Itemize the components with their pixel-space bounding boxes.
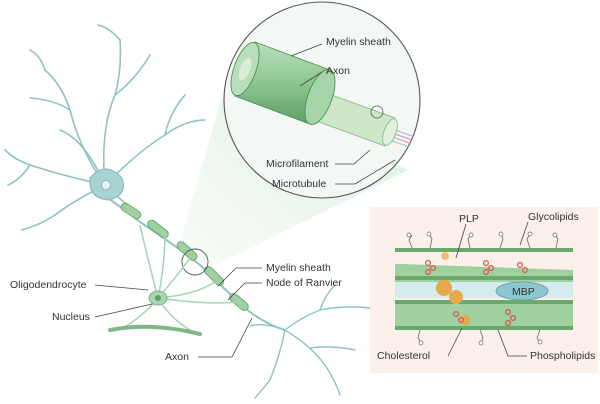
label-nucleus: Nucleus — [52, 311, 90, 323]
label-microtubule: Microtubule — [272, 178, 326, 190]
leader-lines — [94, 43, 529, 358]
label-axon-top: Axon — [326, 65, 350, 77]
label-mbp: MBP — [512, 286, 535, 298]
axon-terminals — [249, 284, 386, 399]
label-microfilament: Microfilament — [266, 158, 329, 170]
label-plp: PLP — [459, 213, 479, 225]
label-phospholipids: Phospholipids — [530, 350, 595, 362]
neuron-soma — [89, 168, 124, 201]
label-node-of-ranvier: Node of Ranvier — [266, 277, 342, 289]
label-cholesterol: Cholesterol — [377, 350, 430, 362]
label-glycolipids: Glycolipids — [528, 211, 579, 223]
label-axon-bottom: Axon — [165, 351, 189, 363]
membrane-inset — [370, 207, 598, 373]
label-myelin-sheath-mid: Myelin sheath — [266, 262, 331, 274]
label-oligodendrocyte: Oligodendrocyte — [10, 279, 87, 291]
oligodendrocyte-nucleus — [155, 295, 161, 301]
lower-myelin — [108, 324, 202, 336]
label-myelin-sheath-top: Myelin sheath — [326, 36, 391, 48]
zoom-origin-circle — [181, 248, 209, 276]
